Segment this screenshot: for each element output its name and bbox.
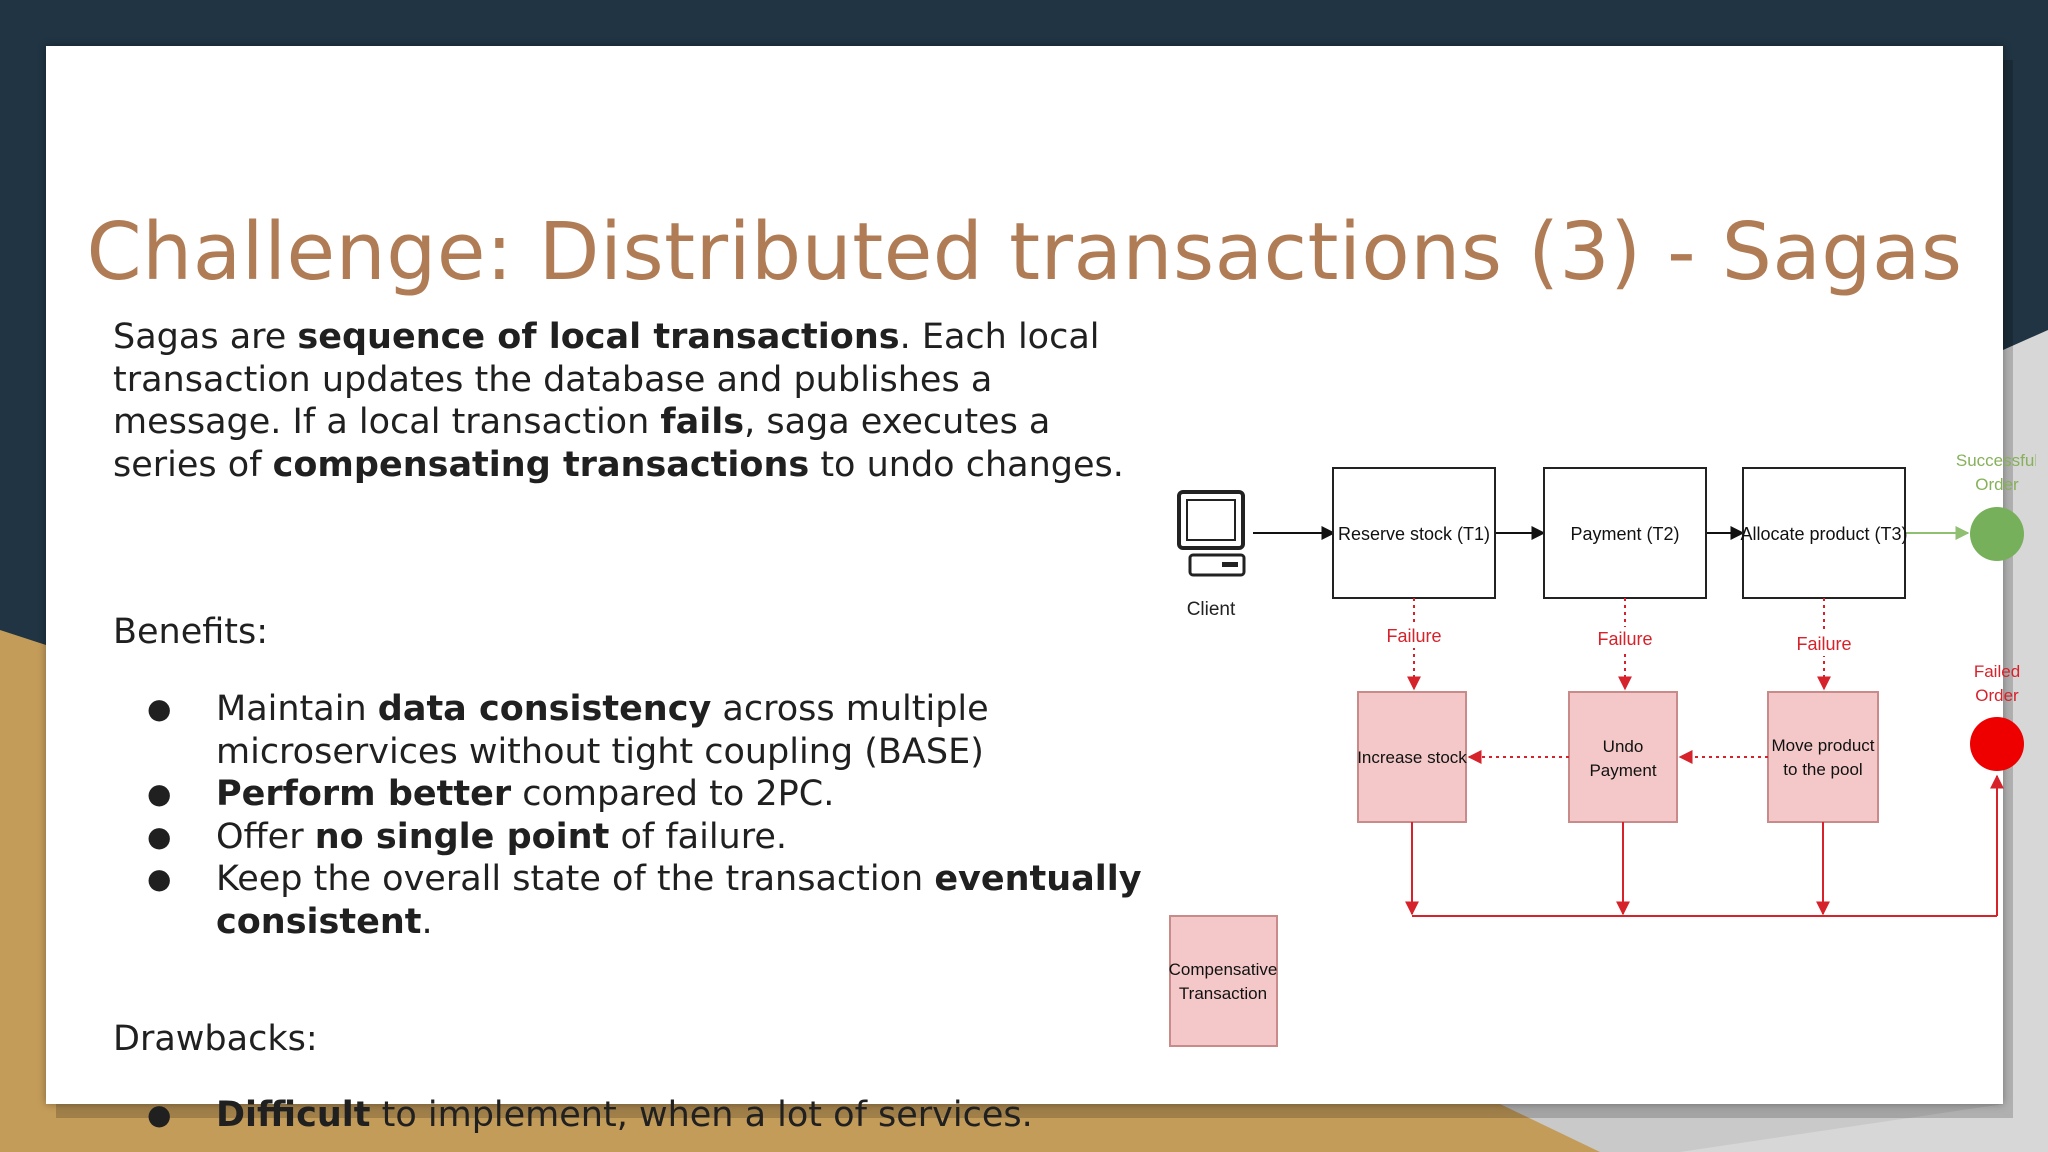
list-item: Keep the overall state of the transactio… bbox=[113, 858, 1143, 943]
bullet-run: to implement, when a lot of services. bbox=[370, 1095, 1033, 1135]
transaction-label: Allocate product (T3) bbox=[1740, 524, 1907, 544]
slide-title: Challenge: Distributed transactions (3) … bbox=[86, 206, 1963, 298]
intro-run: , saga executes a series of bbox=[113, 402, 1051, 485]
failure-label-bg bbox=[1384, 624, 1444, 648]
intro-run: . Each local transaction updates the dat… bbox=[113, 317, 1100, 442]
failure-label-bg bbox=[1595, 627, 1655, 651]
intro-run-bold: compensating transactions bbox=[272, 444, 810, 485]
failed-circle bbox=[1970, 717, 2024, 771]
list-item: Perform better compared to 2PC. bbox=[113, 773, 1143, 816]
intro-run: to undo changes. bbox=[809, 444, 1124, 485]
bullet-run: Keep the overall state of the transactio… bbox=[216, 859, 935, 899]
bullet-run: Maintain bbox=[216, 689, 378, 729]
legend-box bbox=[1169, 915, 1278, 1047]
legend-label: Compensative bbox=[1169, 960, 1278, 979]
benefits-list: Maintain data consistency across multipl… bbox=[113, 688, 1143, 943]
drawbacks-list: Difficult to implement, when a lot of se… bbox=[113, 1094, 1143, 1137]
success-circle bbox=[1970, 507, 2024, 561]
benefits-heading-colon: : bbox=[256, 612, 269, 652]
intro-run-bold: sequence of local transactions bbox=[297, 317, 900, 357]
failed-label: Failed bbox=[1974, 662, 2020, 681]
bullet-run-bold: Perform better bbox=[216, 774, 512, 814]
transaction-box bbox=[1543, 467, 1707, 599]
transaction-label: Payment (T2) bbox=[1570, 524, 1679, 544]
compensation-label: to the pool bbox=[1783, 760, 1862, 779]
failed-label: Order bbox=[1975, 686, 2019, 705]
intro-run: Sagas are bbox=[113, 317, 298, 357]
bullet-run: . bbox=[421, 901, 433, 942]
failure-label: Failure bbox=[1597, 629, 1652, 649]
drawbacks-heading-text: Drawbacks bbox=[113, 1019, 306, 1059]
list-item: Offer no single point of failure. bbox=[113, 816, 1143, 859]
bullet-run-bold: Difficult bbox=[216, 1095, 371, 1135]
failure-label: Failure bbox=[1386, 626, 1441, 646]
success-label: Order bbox=[1975, 475, 2019, 494]
drawbacks-heading: Drawbacks: bbox=[113, 1018, 318, 1061]
bullet-run: Offer bbox=[216, 816, 315, 857]
left-text-column: Sagas are sequence of local transactions… bbox=[113, 316, 1143, 1136]
client-label: Client bbox=[1187, 599, 1236, 620]
failure-label: Failure bbox=[1796, 634, 1851, 654]
bullet-run-bold: no single point bbox=[314, 816, 610, 857]
bullet-run-bold: eventually consistent bbox=[216, 859, 1142, 942]
saga-diagram: Client Reserve stock (T1) Payment (T2) A… bbox=[1169, 451, 2036, 1047]
compensation-label: Payment bbox=[1589, 761, 1656, 780]
list-item: Maintain data consistency across multipl… bbox=[113, 688, 1143, 773]
benefits-heading: Benefits: bbox=[113, 611, 268, 654]
bullet-run: of failure. bbox=[609, 816, 788, 857]
drawbacks-heading-colon: : bbox=[305, 1019, 318, 1059]
legend-label: Transaction bbox=[1179, 984, 1267, 1003]
bullet-run: across multiple microservices without ti… bbox=[216, 689, 989, 772]
intro-run-bold: fails bbox=[660, 402, 745, 442]
list-item: Difficult to implement, when a lot of se… bbox=[113, 1094, 1143, 1137]
bullet-run-bold: data consistency bbox=[377, 689, 712, 729]
compensation-label: Undo bbox=[1603, 737, 1644, 756]
transaction-label: Reserve stock (T1) bbox=[1338, 524, 1490, 544]
intro-paragraph: Sagas are sequence of local transactions… bbox=[113, 316, 1143, 486]
transaction-box bbox=[1742, 467, 1906, 599]
bullet-run: compared to 2PC. bbox=[511, 774, 835, 814]
transaction-box bbox=[1332, 467, 1496, 599]
benefits-heading-text: Benefits bbox=[113, 612, 257, 652]
compensation-box bbox=[1568, 691, 1678, 823]
success-label: Successful bbox=[1956, 451, 2036, 470]
slide: Challenge: Distributed transactions (3) … bbox=[46, 46, 2036, 1136]
compensation-box bbox=[1767, 691, 1879, 823]
compensation-label: Move product bbox=[1772, 736, 1875, 755]
compensation-label: Increase stock bbox=[1357, 748, 1467, 767]
failure-label-bg bbox=[1794, 632, 1854, 656]
computer-icon bbox=[1177, 490, 1246, 577]
